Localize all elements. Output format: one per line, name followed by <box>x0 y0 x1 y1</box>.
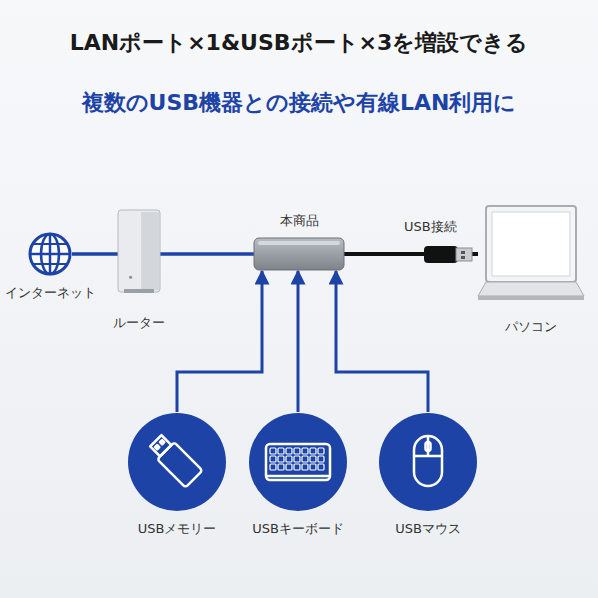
connector-label: USB接続 <box>404 218 457 236</box>
usb-memory-circle: USBメモリー <box>127 412 227 512</box>
hub-product: 本商品 <box>254 238 344 270</box>
arrow-connector <box>336 271 428 412</box>
subheading: 複数のUSB機器との接続や有線LAN利用に <box>0 88 598 118</box>
mouse-icon <box>378 412 478 512</box>
usb-mouse-circle: USBマウス <box>378 412 478 512</box>
node-label: インターネット <box>5 284 96 302</box>
keyboard-icon <box>248 412 348 512</box>
arrow-connector <box>177 271 262 412</box>
lan-cable <box>72 252 118 256</box>
node-label: ルーター <box>113 314 165 332</box>
node-label: 本商品 <box>280 212 319 230</box>
usb-keyboard-circle: USBキーボード <box>248 412 348 512</box>
usb-cable <box>344 252 478 256</box>
arrow-connector <box>297 271 300 412</box>
lan-cable <box>160 252 254 256</box>
node-label: USBキーボード <box>252 520 344 538</box>
memory-icon <box>127 412 227 512</box>
router-device: ルーター <box>118 210 160 292</box>
router-icon <box>118 210 160 292</box>
laptop-icon <box>478 206 584 300</box>
hub-icon <box>254 238 344 270</box>
heading: LANポート×1&USBポート×3を増設できる <box>0 28 598 58</box>
node-label: USBメモリー <box>138 520 217 538</box>
internet-globe: インターネット <box>28 232 72 276</box>
laptop-pc: パソコン <box>478 206 584 300</box>
node-label: USBマウス <box>395 520 461 538</box>
globe-icon <box>28 232 72 276</box>
node-label: パソコン <box>505 318 557 336</box>
